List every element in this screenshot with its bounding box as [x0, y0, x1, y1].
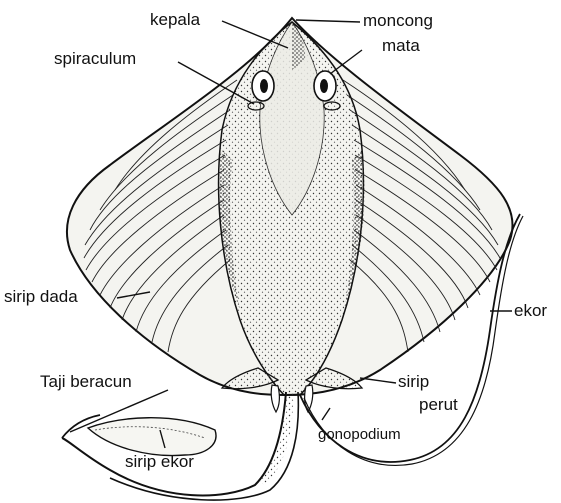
label-gonopodium: gonopodium — [318, 426, 401, 443]
label-moncong: moncong — [363, 11, 433, 30]
label-ekor: ekor — [514, 301, 547, 320]
label-sirip-dada: sirip dada — [4, 287, 78, 306]
label-sirip-ekor: sirip ekor — [125, 452, 194, 471]
label-perut: perut — [419, 395, 458, 414]
label-kepala: kepala — [150, 10, 201, 29]
label-sirip: sirip — [398, 372, 429, 391]
label-taji-beracun: Taji beracun — [40, 372, 132, 391]
label-mata: mata — [382, 36, 420, 55]
eye-left — [252, 71, 274, 101]
eye-right — [314, 71, 336, 101]
label-spiraculum: spiraculum — [54, 49, 136, 68]
